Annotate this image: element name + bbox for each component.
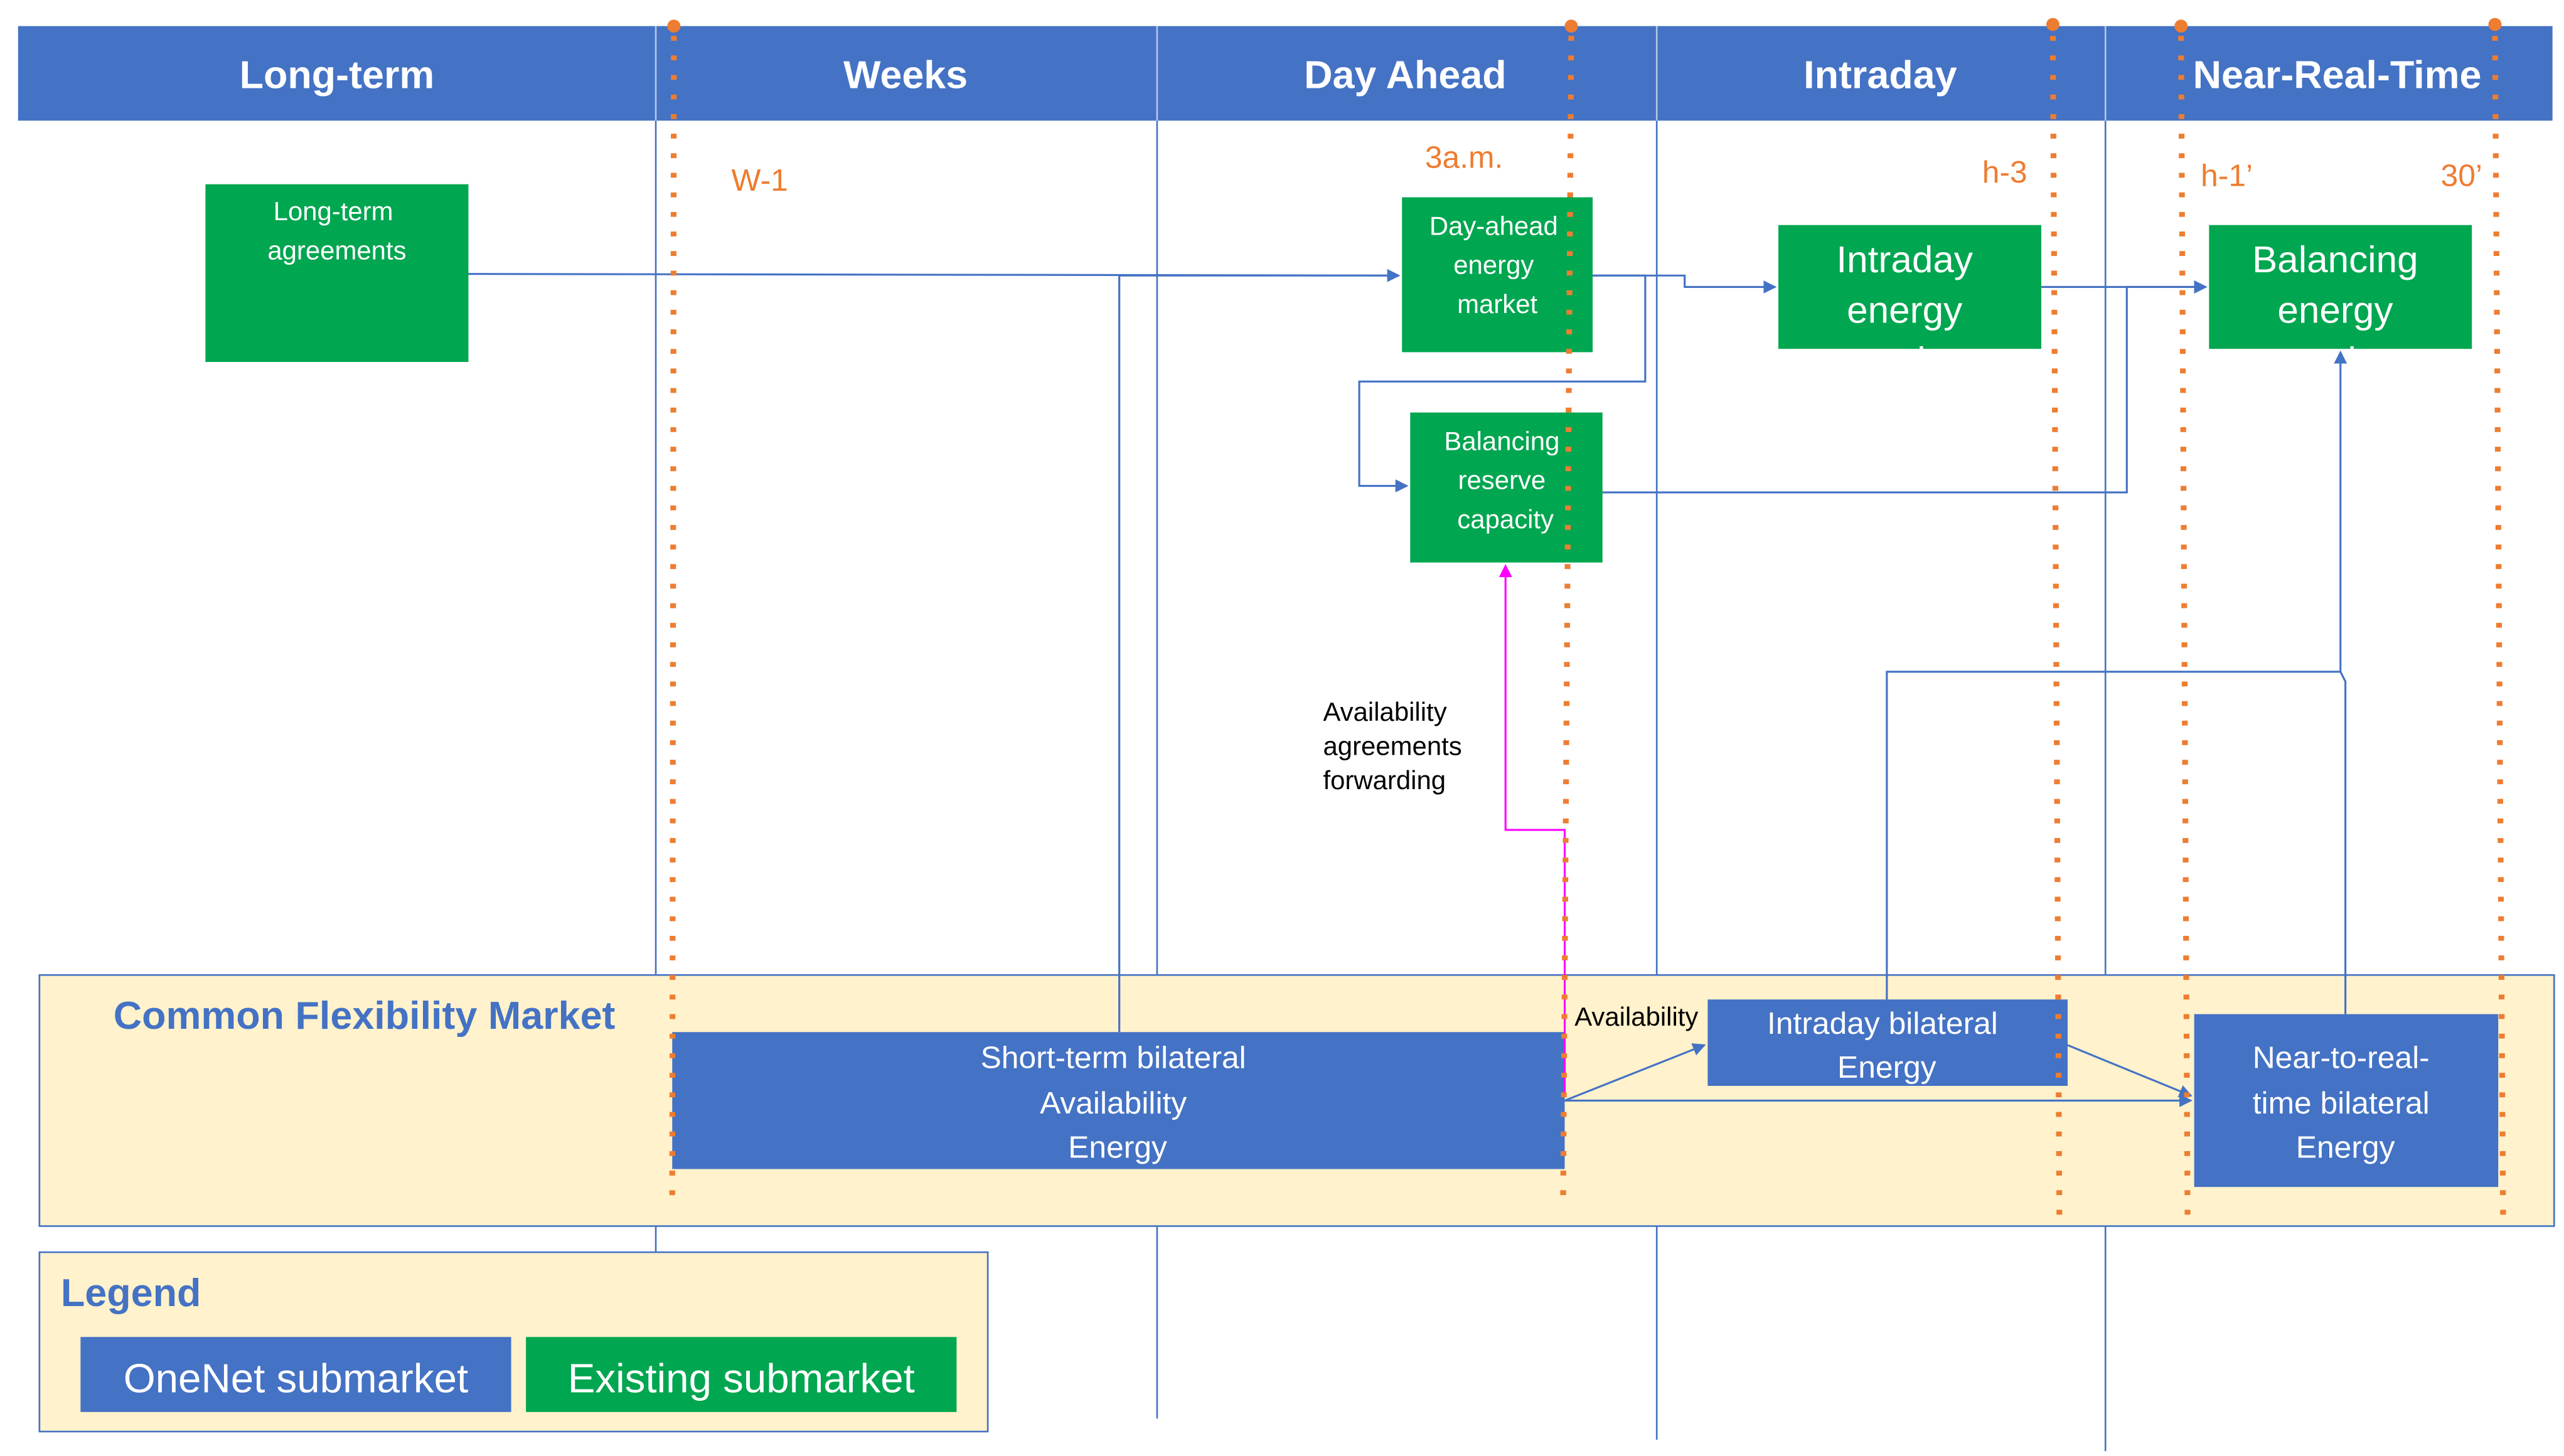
box-nrt-line1: Near-to-real- [2253, 1040, 2430, 1075]
box-intraday-line2: energy [1847, 289, 1962, 331]
legend-swatch-onenet [80, 1337, 511, 1412]
arrow-shortterm-to-intraday-bilateral [1564, 1043, 1706, 1102]
onenet-submarkets: Short-term bilateral Availability Energy… [672, 999, 2499, 1188]
box-reserve-line2: reserve [1458, 465, 1546, 495]
svg-text:Balancing energy: Balancing energy market [2252, 238, 2428, 381]
box-day-ahead-line3: market [1457, 289, 1537, 319]
svg-text:Availability agreements: Availability agreements forwarding [1323, 697, 1469, 795]
line-shortterm-to-dayahead [1118, 274, 1399, 1033]
svg-text:Intraday energy: Intraday energy market [1836, 238, 1983, 381]
svg-text:Balancing reserve: Balancing reserve capacity [1444, 426, 1567, 534]
deadline-lines [669, 36, 2506, 1226]
deadline-marker-3am [1564, 19, 1578, 33]
svg-text:Day-ahead energy m: Day-ahead energy market [1429, 211, 1566, 319]
header-col-intraday: Intraday [1803, 53, 1957, 97]
arrow-dayahead-to-reserve [1358, 274, 1647, 492]
deadline-label-30: 30’ [2441, 157, 2482, 193]
svg-text:Intraday bilateral Energ: Intraday bilateral Energy [1767, 1006, 2007, 1085]
box-long-term-line2: agreements [267, 235, 406, 265]
header-col-weeks: Weeks [843, 53, 968, 97]
box-intraday-line1: Intraday [1836, 238, 1973, 280]
connectors [468, 268, 2348, 1107]
deadline-marker-h3 [2046, 18, 2059, 31]
legend-label-existing: Existing submarket [568, 1356, 915, 1401]
deadline-label-h3: h-3 [1982, 154, 2027, 189]
box-intraday-line3: market [1852, 339, 1968, 381]
arrow-dayahead-to-intraday [1593, 274, 1777, 294]
arrow-availability-forwarding [1498, 564, 1566, 1096]
cfm-title: Common Flexibility Market [114, 994, 616, 1038]
deadline-marker-w1 [667, 19, 681, 33]
annotation-forwarding-line3: forwarding [1323, 765, 1446, 795]
legend-swatch-existing [526, 1337, 957, 1412]
box-day-ahead-line2: energy [1453, 250, 1534, 280]
timeline-header: Long-term Weeks Day Ahead Intraday Near-… [18, 26, 2553, 121]
box-intraday-market [1778, 225, 2042, 349]
box-intraday-market-clip: Intraday energy market [1778, 225, 2042, 381]
deadline-label-3am: 3a.m. [1425, 140, 1503, 175]
deadline-line-h1 [2178, 36, 2191, 1226]
line-nrt-to-balancing [2339, 671, 2347, 1014]
legend-label-onenet: OneNet submarket [124, 1356, 468, 1401]
svg-text:Short-term bilateral Ava: Short-term bilateral Availability Energy [981, 1040, 1255, 1165]
box-short-term-line1: Short-term bilateral [981, 1040, 1246, 1075]
deadline-marker-30 [2488, 18, 2502, 31]
box-short-term-line2: Availability [1040, 1085, 1187, 1120]
box-balancing-energy-line2: energy [2277, 289, 2393, 331]
legend-title: Legend [61, 1271, 201, 1315]
deadline-line-h3 [2049, 36, 2063, 1223]
annotation-availability: Availability [1574, 1002, 1698, 1031]
deadline-label-w1: W-1 [732, 162, 788, 198]
header-col-dayahead: Day Ahead [1304, 53, 1507, 97]
header-bar [18, 26, 2553, 121]
box-intraday-bilateral [1707, 999, 2068, 1087]
box-nrt-line3: Energy [2296, 1130, 2395, 1165]
deadline-marker-h1 [2174, 19, 2188, 33]
box-balancing-energy-line1: Balancing [2252, 238, 2418, 280]
box-balancing-energy-line3: market [2283, 339, 2398, 381]
svg-text:Near-to-real- time bilat: Near-to-real- time bilateral Energy [2253, 1040, 2438, 1165]
svg-text:Long-term agreements: Long-term agreements [267, 196, 406, 265]
box-long-term-line1: Long-term [274, 196, 393, 226]
arrow-reserve-to-balancing [1602, 280, 2208, 494]
box-short-term-bilateral [672, 1032, 1565, 1169]
box-nrt-bilateral [2194, 1014, 2499, 1188]
legend: Legend OneNet submarket Existing submark… [38, 1251, 989, 1433]
deadline-line-3am [1560, 36, 1574, 1210]
box-reserve-line1: Balancing [1444, 426, 1559, 455]
box-balancing-energy-market [2209, 225, 2472, 349]
box-day-ahead-line1: Day-ahead [1429, 211, 1558, 240]
box-balancing-energy-clip: Balancing energy market [2209, 225, 2472, 381]
box-reserve-line3: capacity [1457, 504, 1554, 534]
deadline-line-30 [2492, 36, 2506, 1226]
annotation-forwarding-line2: agreements [1323, 731, 1461, 761]
header-col-longterm: Long-term [240, 53, 435, 97]
arrow-intraday-bilateral-to-nrt [2067, 1044, 2193, 1098]
box-day-ahead-market [1402, 197, 1593, 353]
existing-markets: Long-term agreements Day-ahead energy ma… [205, 184, 2472, 563]
box-intraday-bilateral-line2: Energy [1837, 1049, 1936, 1085]
box-nrt-line2: time bilateral [2253, 1085, 2430, 1120]
box-intraday-bilateral-line1: Intraday bilateral [1767, 1006, 1998, 1041]
box-short-term-line3: Energy [1068, 1130, 1167, 1165]
header-col-nrt: Near-Real-Time [2193, 53, 2482, 97]
deadline-markers [667, 18, 2502, 33]
arrow-intraday-bilateral-to-balancing [1886, 350, 2348, 1000]
deadline-label-h1: h-1’ [2201, 157, 2253, 193]
box-long-term-agreements [205, 184, 469, 363]
annotation-forwarding-line1: Availability [1323, 697, 1446, 726]
